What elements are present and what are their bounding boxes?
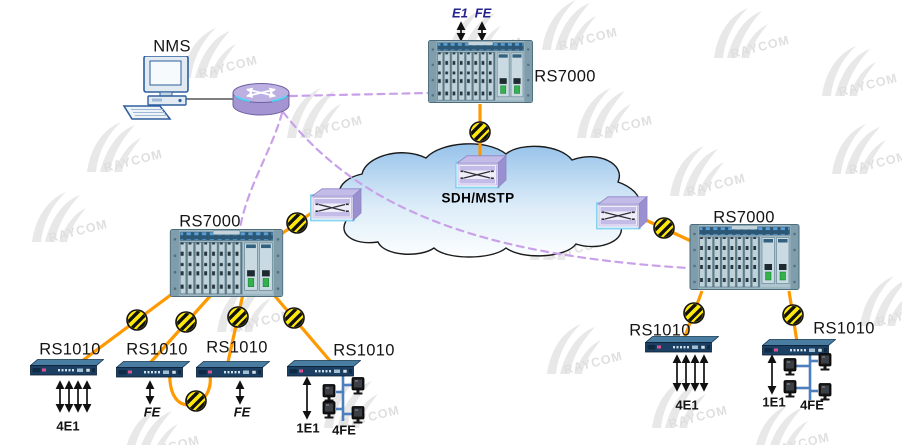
fiber-coil-icon xyxy=(652,216,678,242)
tail-label-1e1-remote4: 1E1 xyxy=(296,420,320,436)
top-rs7000-label: RS7000 xyxy=(534,67,596,86)
terminal-icon[interactable] xyxy=(322,384,336,402)
rs1010-label-4: RS1010 xyxy=(333,341,395,360)
sdh-switch-right[interactable] xyxy=(596,196,648,230)
terminal-icon[interactable] xyxy=(351,377,365,395)
rs1010-label-1: RS1010 xyxy=(39,340,101,359)
rs1010-label-6: RS1010 xyxy=(813,319,875,338)
rs7000-chassis-top[interactable] xyxy=(428,39,533,104)
right-rs7000-label: RS7000 xyxy=(713,208,775,227)
tail-label-4fe-remote4: 4FE xyxy=(332,422,356,438)
fe-port-label: FE xyxy=(474,5,492,21)
e1-arrows-remote5 xyxy=(672,354,709,392)
rs7000-chassis-right[interactable] xyxy=(689,224,800,290)
tail-label-4e1-remote5: 4E1 xyxy=(675,397,699,413)
rs1010-device-2[interactable] xyxy=(116,361,190,378)
terminal-icon[interactable] xyxy=(783,380,797,398)
fiber-link-l4 xyxy=(272,293,333,364)
management-link-top xyxy=(288,91,430,98)
router-icon[interactable] xyxy=(233,84,289,116)
terminal-icon[interactable] xyxy=(322,401,336,419)
cloud-label: SDH/MSTP xyxy=(441,190,515,206)
rs1010-device-1[interactable] xyxy=(30,359,104,376)
left-rs7000-label: RS7000 xyxy=(179,212,241,231)
tail-label-4fe-remote6: 4FE xyxy=(800,397,824,413)
fiber-coil-icon xyxy=(781,303,807,329)
tail-label-fe-remote2: FE xyxy=(143,404,161,420)
management-link-left xyxy=(238,111,284,230)
rs1010-label-3: RS1010 xyxy=(206,338,268,357)
rs1010-label-2: RS1010 xyxy=(126,340,188,359)
fiber-coil-icon xyxy=(468,120,494,146)
tail-label-4e1-remote1: 4E1 xyxy=(56,418,80,434)
sdh-switch-left[interactable] xyxy=(310,188,362,222)
nms-pc-icon[interactable] xyxy=(123,56,189,120)
ethernet-bus-remote6 xyxy=(796,353,818,400)
sdh-switch-top[interactable] xyxy=(455,155,507,189)
fiber-coil-icon xyxy=(226,305,252,331)
rs1010-device-6[interactable] xyxy=(762,339,836,356)
rs1010-device-4[interactable] xyxy=(287,360,361,377)
fiber-link-l1 xyxy=(81,292,173,363)
e1-port-label: E1 xyxy=(452,5,468,21)
terminal-icon[interactable] xyxy=(351,406,365,424)
terminal-icon[interactable] xyxy=(818,353,832,371)
e1-arrows-remote1 xyxy=(55,380,92,413)
tail-label-fe-remote3: FE xyxy=(233,404,251,420)
nms-label: NMS xyxy=(153,37,191,56)
rs7000-chassis-left[interactable] xyxy=(169,229,284,297)
ethernet-bus-remote4 xyxy=(336,374,352,421)
tail-label-1e1-remote6: 1E1 xyxy=(762,394,786,410)
terminal-icon[interactable] xyxy=(783,358,797,376)
rs1010-device-3[interactable] xyxy=(196,361,270,378)
rs1010-label-5: RS1010 xyxy=(629,321,691,340)
